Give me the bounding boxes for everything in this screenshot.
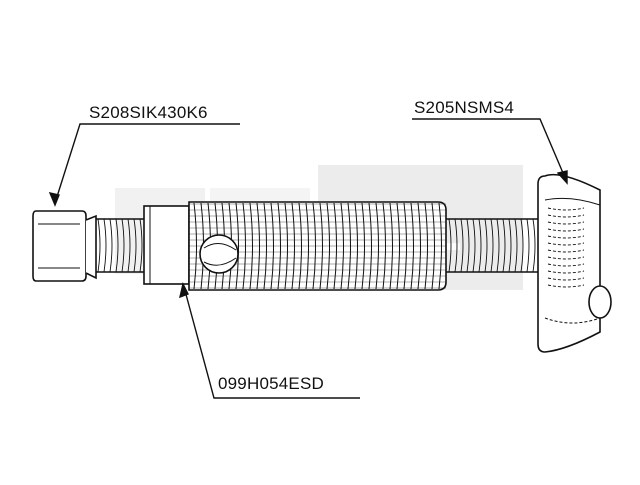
screw-thread (454, 218, 458, 273)
socket-head-screw (32, 210, 545, 282)
screw-thread (484, 218, 488, 273)
screw-thread (520, 218, 524, 273)
screw-thread (466, 218, 470, 273)
screw-thread (496, 218, 500, 273)
nut-leader-line (412, 118, 567, 181)
screw-thread (478, 218, 482, 273)
screw-thread (97, 218, 101, 273)
callout-screw-part-number: S208SIK430K6 (89, 103, 208, 122)
screw-thread (103, 218, 107, 273)
screw-thread (526, 218, 530, 273)
screw-thread (502, 218, 506, 273)
callout-sleeve-part-number: 099H054ESD (218, 374, 324, 393)
screw-thread (532, 218, 536, 273)
leader-lines (48, 118, 568, 399)
screw-thread (514, 218, 518, 273)
sleeve-cross-hole (199, 234, 239, 274)
callout-nut-part-number: S205NSMS4 (414, 98, 515, 117)
screw-thread (133, 218, 137, 273)
screw-thread (109, 218, 113, 273)
screw-thread (472, 218, 476, 273)
swivel-pad-nut (537, 173, 612, 353)
sleeve-leader-arrow (179, 281, 189, 299)
screw-thread (448, 218, 452, 273)
screw-thread-lines (97, 218, 536, 273)
screw-thread (127, 218, 131, 273)
screw-thread (115, 218, 119, 273)
screw-thread (508, 218, 512, 273)
sleeve-leader-line (183, 286, 360, 399)
screw-leader-arrow (48, 192, 60, 207)
screw-thread (139, 218, 143, 273)
screw-thread (121, 218, 125, 273)
screw-thread (460, 218, 464, 273)
screw-thread (490, 218, 494, 273)
screw-leader-line (54, 123, 240, 204)
nut-leader-arrow (556, 170, 568, 185)
sleeve-thread-lines (189, 202, 446, 290)
